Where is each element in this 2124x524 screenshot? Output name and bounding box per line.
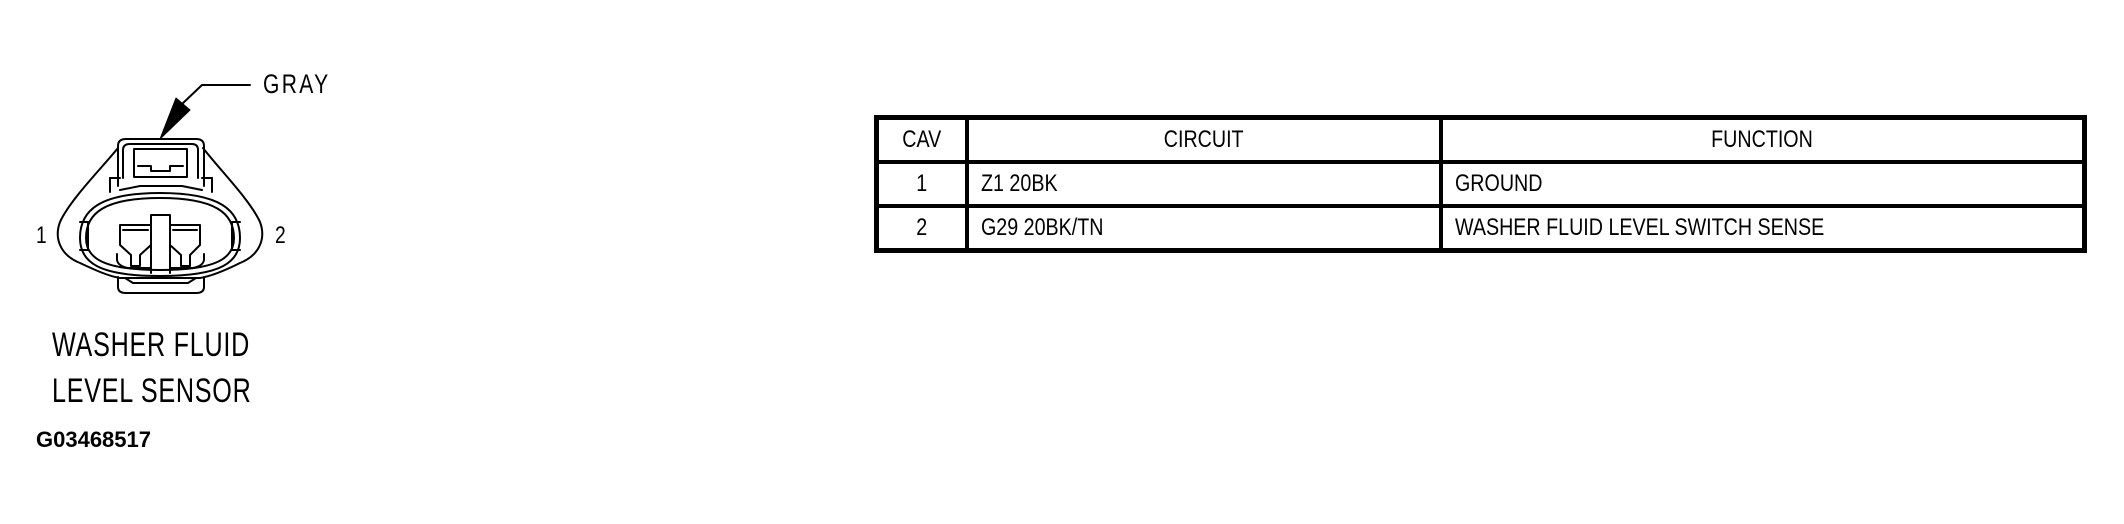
connector-face-diagram bbox=[56, 84, 264, 294]
table-row: 2 G29 20BK/TN WASHER FLUID LEVEL SWITCH … bbox=[874, 204, 2087, 253]
header-function: FUNCTION bbox=[1438, 115, 2087, 164]
cell-circuit: G29 20BK/TN bbox=[964, 204, 1443, 253]
figure-id: G03468517 bbox=[36, 427, 151, 452]
cell-circuit: Z1 20BK bbox=[964, 160, 1443, 208]
header-cav: CAV bbox=[874, 115, 969, 164]
header-circuit: CIRCUIT bbox=[964, 115, 1443, 164]
cell-cav: 1 bbox=[874, 160, 969, 208]
cell-function: GROUND bbox=[1438, 160, 2087, 208]
table-header-row: CAV CIRCUIT FUNCTION bbox=[874, 115, 2087, 164]
color-callout-arrow-icon bbox=[159, 84, 251, 140]
terminal-1 bbox=[119, 224, 152, 267]
pinout-table: CAV CIRCUIT FUNCTION 1 Z1 20BK GROUND 2 bbox=[874, 115, 2087, 253]
cell-cav: 2 bbox=[874, 204, 969, 253]
terminal-2 bbox=[169, 224, 201, 267]
connector-caption-line-1: WASHER FLUID bbox=[52, 326, 251, 364]
connector-cavity-outline bbox=[79, 192, 241, 277]
pin-label-2: 2 bbox=[275, 222, 286, 249]
pin-label-1: 1 bbox=[36, 222, 47, 249]
table-row: 1 Z1 20BK GROUND bbox=[874, 160, 2087, 208]
cell-function: WASHER FLUID LEVEL SWITCH SENSE bbox=[1438, 204, 2087, 253]
color-callout-label: GRAY bbox=[263, 69, 331, 99]
connector-caption-line-2: LEVEL SENSOR bbox=[52, 372, 252, 410]
connector-housing-outline bbox=[56, 147, 264, 279]
